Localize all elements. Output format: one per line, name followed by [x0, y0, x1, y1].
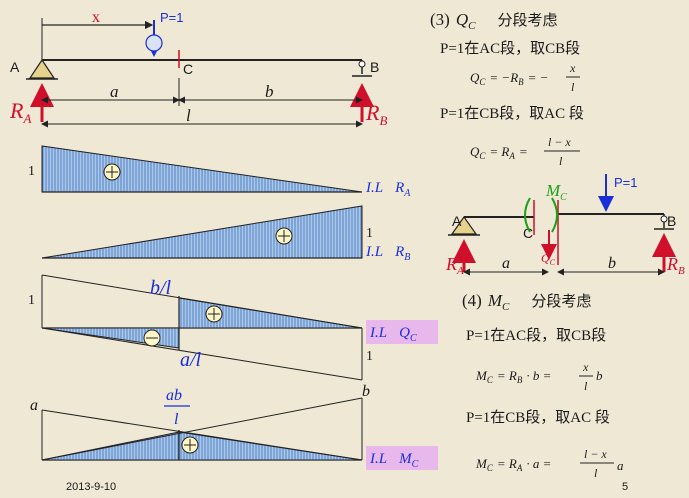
section-4-formula-2-den: l — [594, 466, 598, 480]
section-3-formula-1: QC= −RB= − — [470, 70, 548, 87]
support-b-label: B — [370, 59, 379, 75]
dim-a-label: a — [110, 82, 119, 101]
fbd-moment-left-arc — [524, 197, 531, 233]
x-label: x — [92, 9, 100, 26]
mc-fill — [41, 431, 363, 461]
section-4-formula-1-den: l — [584, 379, 588, 393]
section-3-formula-1-num: x — [569, 61, 576, 75]
section-3-formula-2: QC= RA= — [470, 144, 528, 161]
mc-right-line — [41, 397, 363, 461]
mc-right-value: b — [362, 383, 370, 400]
support-b-hinge — [358, 60, 366, 68]
section-3-formula-2-den: l — [559, 154, 563, 168]
footer-date: 2013-9-10 — [66, 481, 116, 493]
mc-peak-denominator: l — [174, 411, 179, 428]
support-a-label: A — [10, 59, 20, 75]
dim-l-label: l — [186, 106, 191, 125]
load-label: P=1 — [160, 10, 184, 25]
qc-lower-ratio: a/l — [180, 349, 202, 371]
section-4-formula-1: MC= RB· b = — [475, 368, 551, 385]
ra-left-value: 1 — [28, 164, 35, 179]
fbd-moment-label: MC — [545, 181, 567, 203]
fbd-load-label: P=1 — [614, 175, 638, 190]
section-3-formula-1-den: l — [571, 80, 575, 94]
point-c-label: C — [183, 61, 193, 77]
free-body-diagram: A B C MC QC P=1 RA RB a b — [445, 174, 685, 277]
mc-peak-numerator: ab — [166, 387, 182, 404]
rb-fill — [41, 205, 363, 259]
section-4-formula-2: MC= RA· a = — [475, 456, 551, 473]
mc-label-bg — [366, 446, 438, 470]
section-4-case-1: P=1在AC段，取CB段 — [466, 327, 606, 344]
mc-left-line — [41, 409, 363, 461]
qc-right-value: 1 — [366, 349, 373, 364]
footer-page-number: 5 — [622, 481, 628, 493]
load-circle — [145, 34, 163, 52]
support-a-pin — [28, 58, 56, 79]
section-3-case-2: P=1在CB段，取AC 段 — [440, 105, 584, 122]
qc-left-value: 1 — [28, 293, 35, 308]
section-3-case-1: P=1在AC段，取CB段 — [440, 40, 580, 57]
ra-fill — [41, 145, 363, 193]
fbd-dim-b-label: b — [608, 255, 616, 272]
section-4-formula-1-num: x — [582, 360, 589, 374]
qc-upper-ratio: b/l — [150, 277, 172, 299]
fbd-reaction-b-label: RB — [666, 254, 685, 277]
fbd-support-a-label: A — [452, 213, 462, 229]
reaction-a-label: RA — [9, 98, 31, 126]
qc-lower-line — [41, 327, 363, 381]
section-4-formula-2-num: l − x — [584, 447, 607, 461]
rb-right-value: 1 — [366, 226, 373, 241]
fbd-support-a — [450, 215, 478, 235]
fbd-support-b-label: B — [667, 213, 676, 229]
section-4-case-2: P=1在CB段，取AC 段 — [466, 409, 610, 426]
fbd-reaction-a-label: RA — [445, 254, 464, 277]
fbd-dim-a-label: a — [502, 255, 510, 272]
beam-diagram: x P=1 C A B RA RB a b l — [9, 9, 387, 128]
mc-left-value: a — [30, 397, 38, 414]
qc-label-bg — [366, 320, 438, 344]
section-4-formula-2-tail: a — [617, 458, 624, 473]
fbd-point-c-label: C — [523, 225, 533, 241]
section-3-formula-2-num: l − x — [548, 135, 571, 149]
dim-b-label: b — [265, 82, 274, 101]
fbd-moment-right-arc — [551, 197, 558, 233]
reaction-b-label: RB — [365, 100, 387, 128]
fbd-shear-label: QC — [541, 251, 556, 267]
qc-upper-line — [41, 274, 363, 329]
section-4-formula-1-tail: b — [596, 368, 603, 383]
